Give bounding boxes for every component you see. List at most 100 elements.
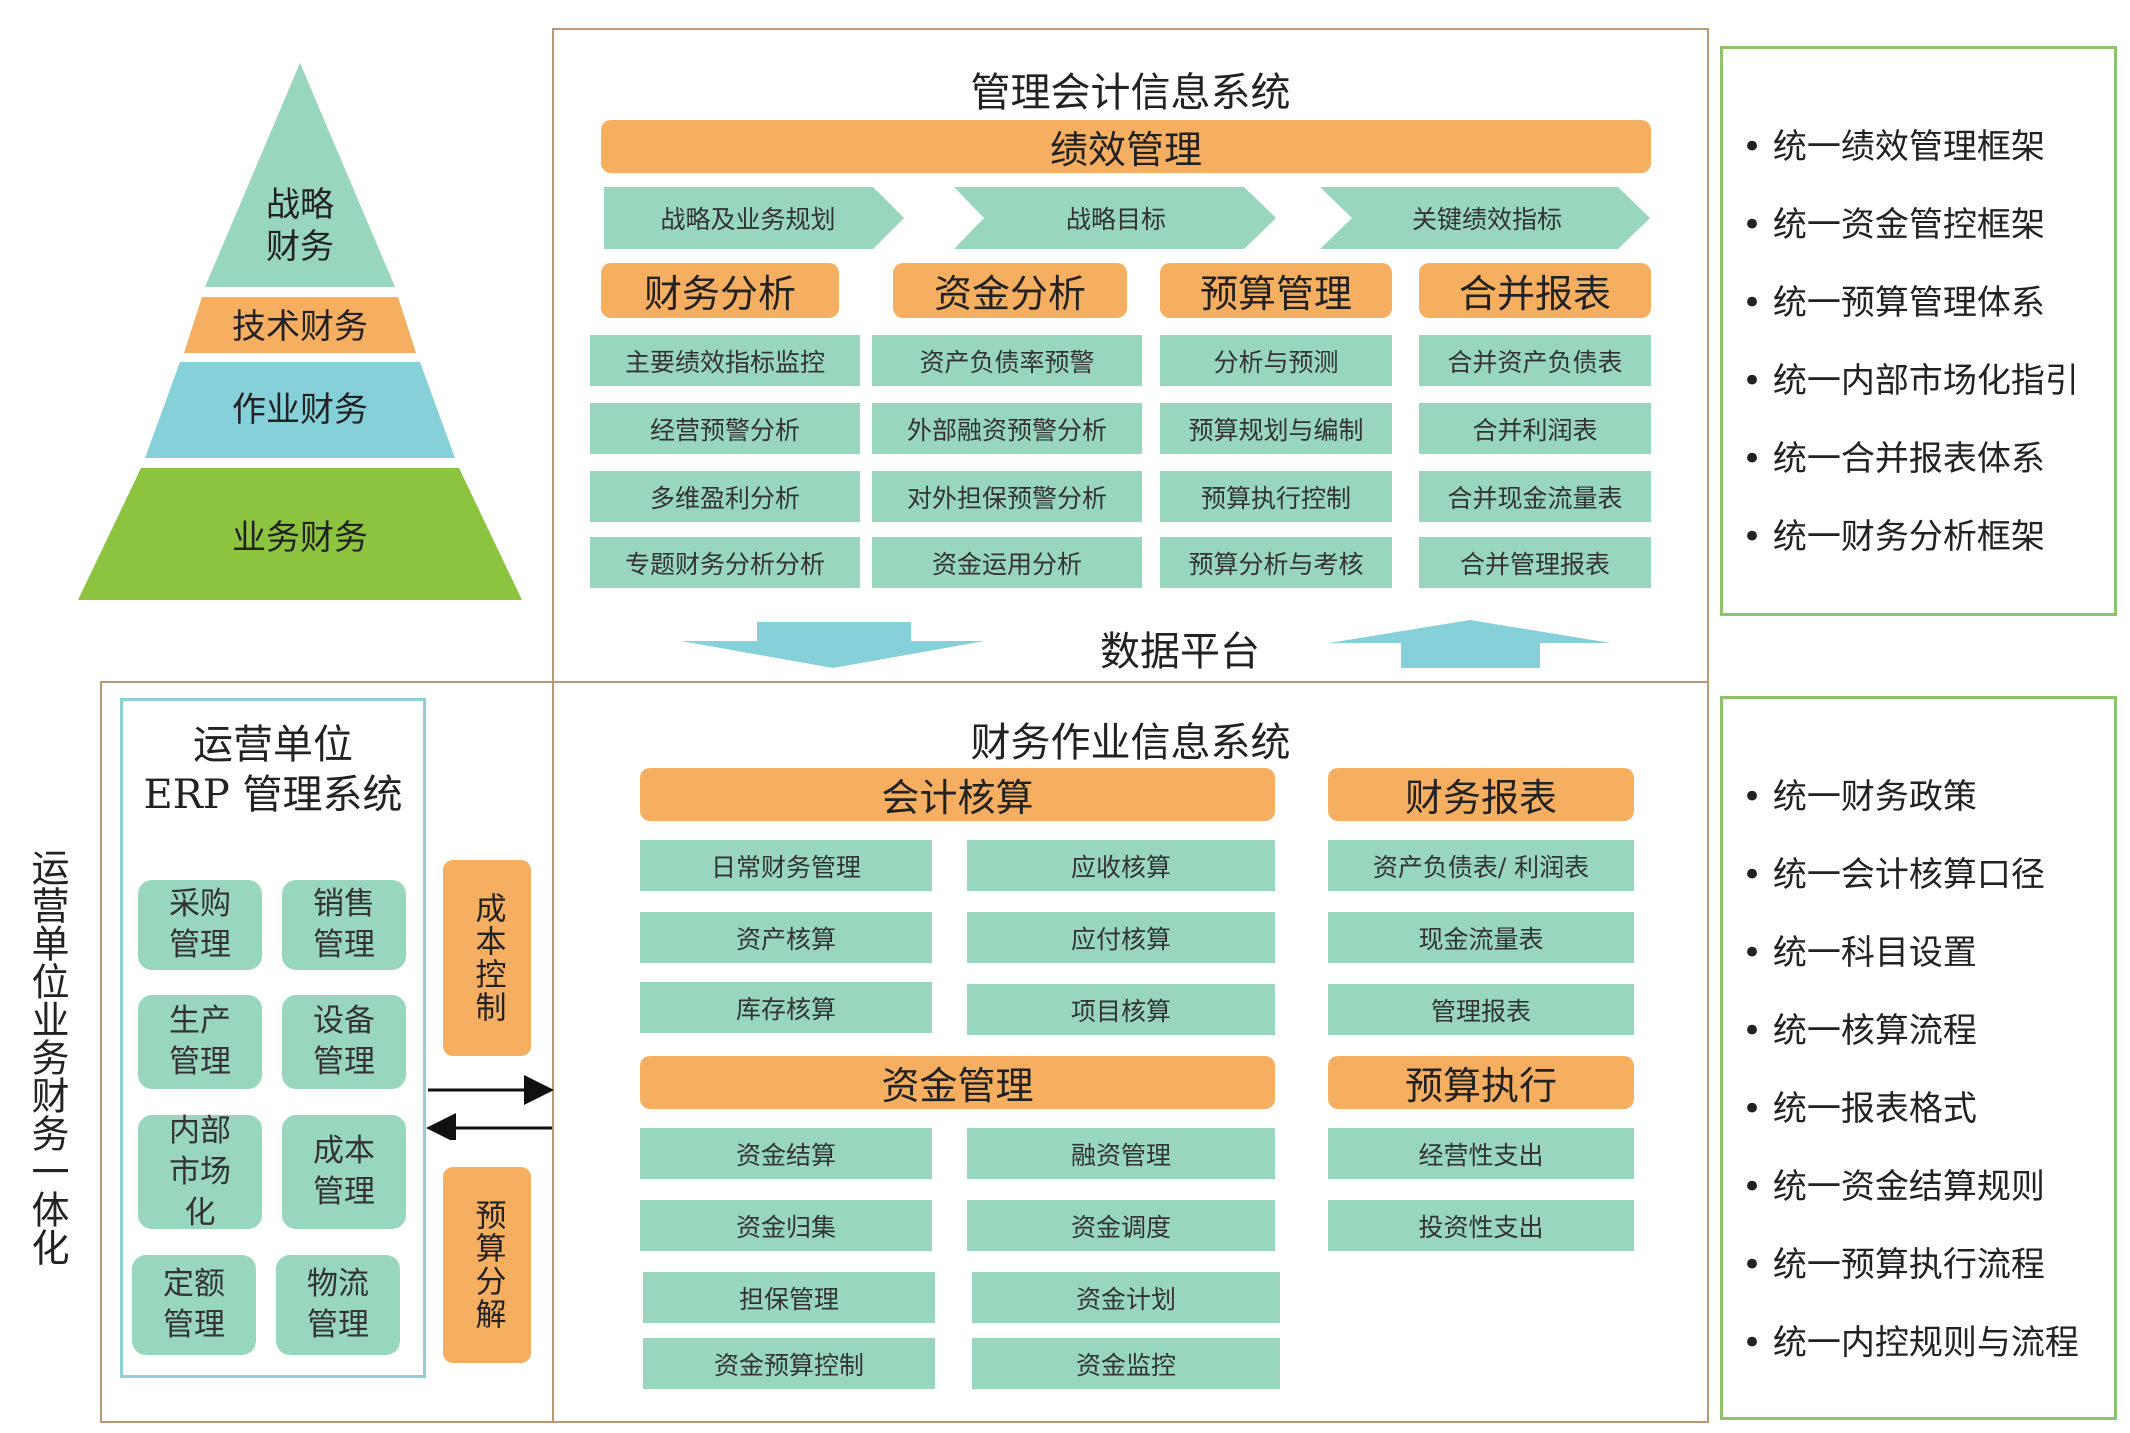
erp-module-internal-market-label: 内部 市场 化 (169, 1112, 231, 1231)
reports-item-1: 资产负债表/ 利润表 (1328, 840, 1634, 891)
erp-module-quota-label: 定额 管理 (163, 1266, 225, 1343)
exchange-arrows (426, 1075, 554, 1140)
erp-module-logistics-label: 物流 管理 (307, 1266, 369, 1343)
right-bottom-item-7-text: 统一预算执行流程 (1772, 1245, 2045, 1285)
col1-item-4: 专题财务分析分析 (590, 537, 860, 588)
right-bottom-item-8-text: 统一内控规则与流程 (1772, 1323, 2079, 1363)
funds-item-7: 资金预算控制 (643, 1338, 935, 1389)
funds-item-5: 担保管理 (643, 1272, 935, 1323)
erp-module-purchasing: 采购 管理 (138, 880, 262, 970)
right-top-item-2-text: 统一资金管控框架 (1772, 205, 2045, 245)
pyramid-level-business (78, 468, 522, 600)
accounting-item-1: 日常财务管理 (640, 840, 932, 891)
col2-item-4: 资金运用分析 (872, 537, 1142, 588)
funds-item-8: 资金监控 (972, 1338, 1280, 1389)
right-bottom-item-8: • 统一内控规则与流程 (1742, 1323, 2079, 1363)
ops-divider-line (552, 681, 554, 1423)
accounting-item-3: 资产核算 (640, 912, 932, 963)
erp-title-line1: 运营单位 (193, 722, 353, 768)
erp-module-equipment-label: 设备 管理 (313, 1003, 375, 1080)
pyramid-label-strategic-1: 战略 (266, 185, 334, 225)
chevron-label-strategy-planning: 战略及业务规划 (660, 205, 835, 234)
right-top-item-6: • 统一财务分析框架 (1742, 517, 2045, 557)
pyramid-label-strategic-2: 财务 (266, 227, 334, 267)
budget-split-box: 预算分解 (443, 1167, 531, 1363)
right-bottom-item-4-text: 统一核算流程 (1772, 1011, 1977, 1051)
col4-item-2: 合并利润表 (1419, 403, 1651, 454)
erp-module-cost: 成本 管理 (282, 1115, 406, 1229)
funds-item-4: 资金调度 (967, 1200, 1275, 1251)
right-top-item-1-text: 统一绩效管理框架 (1772, 127, 2045, 167)
mgmt-system-title: 管理会计信息系统 (970, 70, 1291, 116)
accounting-item-5: 库存核算 (640, 982, 932, 1033)
finance-pyramid: 战略 财务 技术财务 作业财务 业务财务 (78, 63, 522, 600)
down-arrow-icon (681, 622, 985, 668)
col4-item-1: 合并资产负债表 (1419, 335, 1651, 386)
reports-item-3: 管理报表 (1328, 984, 1634, 1035)
ops-system-title: 财务作业信息系统 (970, 720, 1291, 766)
right-bottom-item-4: • 统一核算流程 (1742, 1011, 1977, 1051)
funds-item-2: 融资管理 (967, 1128, 1275, 1179)
right-bottom-item-5: • 统一报表格式 (1742, 1089, 1977, 1129)
performance-mgmt-bar: 绩效管理 (601, 120, 1651, 173)
accounting-header: 会计核算 (640, 768, 1275, 821)
right-top-item-3-text: 统一预算管理体系 (1772, 283, 2045, 323)
funds-item-3: 资金归集 (640, 1200, 932, 1251)
col2-item-3: 对外担保预警分析 (872, 471, 1142, 522)
col1-item-3: 多维盈利分析 (590, 471, 860, 522)
erp-title-line2: ERP 管理系统 (143, 772, 403, 818)
col-consolidated-header: 合并报表 (1419, 263, 1651, 318)
right-bottom-panel (1720, 696, 2117, 1420)
erp-module-internal-market: 内部 市场 化 (138, 1113, 262, 1231)
right-top-item-6-text: 统一财务分析框架 (1772, 517, 2045, 557)
col3-item-1: 分析与预测 (1160, 335, 1392, 386)
accounting-item-2: 应收核算 (967, 840, 1275, 891)
reports-item-2: 现金流量表 (1328, 912, 1634, 963)
col4-item-3: 合并现金流量表 (1419, 471, 1651, 522)
erp-module-purchasing-label: 采购 管理 (169, 886, 231, 963)
col1-item-2: 经营预警分析 (590, 403, 860, 454)
ops-outer-frame (100, 681, 1709, 1423)
accounting-item-6: 项目核算 (967, 984, 1275, 1035)
col3-item-2: 预算规划与编制 (1160, 403, 1392, 454)
col-financial-analysis-header: 财务分析 (601, 263, 839, 318)
col3-item-4: 预算分析与考核 (1160, 537, 1392, 588)
right-top-item-5-text: 统一合并报表体系 (1772, 439, 2045, 479)
erp-module-production-label: 生产 管理 (169, 1003, 231, 1080)
right-bottom-item-1: • 统一财务政策 (1742, 777, 1977, 817)
right-top-item-4: • 统一内部市场化指引 (1742, 361, 2079, 401)
chevron-label-strategic-goals: 战略目标 (1066, 205, 1166, 234)
right-top-item-4-text: 统一内部市场化指引 (1772, 361, 2079, 401)
budget-exec-header: 预算执行 (1328, 1056, 1634, 1109)
erp-panel-frame (120, 698, 426, 1378)
pyramid-level-strategic (205, 63, 395, 287)
cost-control-box: 成本控制 (443, 860, 531, 1056)
data-platform-label: 数据平台 (1100, 629, 1260, 675)
col4-item-4: 合并管理报表 (1419, 537, 1651, 588)
chevron-label-kpi: 关键绩效指标 (1412, 205, 1562, 234)
pyramid-label-technical: 技术财务 (232, 307, 368, 347)
right-top-item-5: • 统一合并报表体系 (1742, 439, 2045, 479)
erp-module-production: 生产 管理 (138, 995, 262, 1089)
pyramid-label-business: 业务财务 (232, 518, 368, 558)
right-top-item-2: • 统一资金管控框架 (1742, 205, 2045, 245)
erp-module-equipment: 设备 管理 (282, 995, 406, 1089)
up-arrow-icon (1329, 620, 1611, 668)
chevron-strategy-planning (604, 187, 904, 249)
pyramid-level-operational (145, 362, 455, 458)
accounting-item-4: 应付核算 (967, 912, 1275, 963)
col-budget-mgmt-header: 预算管理 (1160, 263, 1392, 318)
right-top-item-1: • 统一绩效管理框架 (1742, 127, 2045, 167)
col2-item-2: 外部融资预警分析 (872, 403, 1142, 454)
chevron-strategic-goals (954, 187, 1276, 249)
right-top-panel (1720, 46, 2117, 616)
erp-module-cost-label: 成本 管理 (313, 1133, 375, 1210)
pyramid-label-operational: 作业财务 (232, 390, 368, 430)
chevron-kpi (1320, 187, 1650, 249)
col1-item-1: 主要绩效指标监控 (590, 335, 860, 386)
right-bottom-item-6-text: 统一资金结算规则 (1772, 1167, 2045, 1207)
erp-module-logistics: 物流 管理 (276, 1255, 400, 1355)
strategy-arrow-chevrons: 战略及业务规划 战略目标 关键绩效指标 (604, 187, 1650, 668)
right-bottom-item-3: • 统一科目设置 (1742, 933, 1977, 973)
